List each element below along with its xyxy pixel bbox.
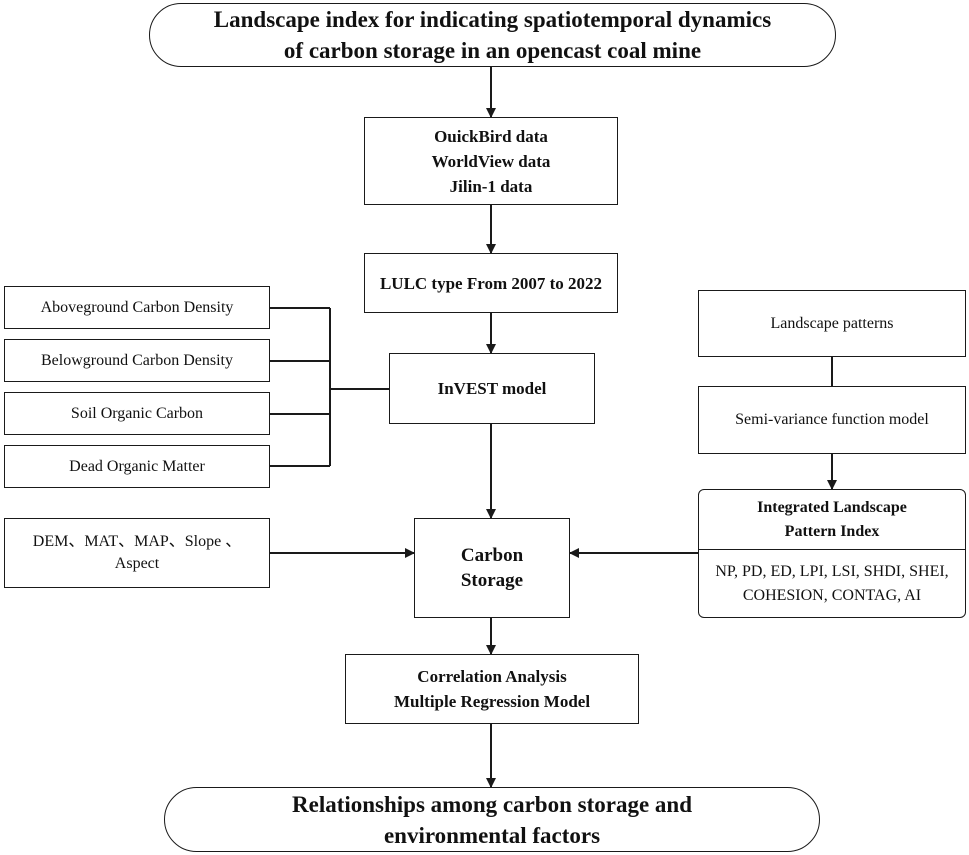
analysis-line-2: Multiple Regression Model [393, 692, 591, 711]
carbon-storage-line-1: Carbon [460, 545, 524, 566]
title-box: Landscape index for indicating spatiotem… [149, 3, 836, 67]
env-factors-line-1: DEM、MAT、MAP、Slope 、 [32, 533, 242, 550]
data-source-quickbird: OuickBird data [434, 126, 548, 146]
data-sources-box: OuickBird data WorldView data Jilin-1 da… [364, 117, 618, 205]
carbon-pool-soil: Soil Organic Carbon [4, 392, 270, 435]
invest-model-box: InVEST model [389, 353, 595, 424]
ilpi-metrics-line-2: COHESION, CONTAG, AI [742, 586, 922, 604]
result-line-2: environmental factors [383, 822, 601, 848]
landscape-patterns-box: Landscape patterns [698, 290, 966, 357]
data-source-worldview: WorldView data [431, 151, 551, 171]
ilpi-header-line-2: Pattern Index [784, 522, 880, 540]
ilpi-metrics: NP, PD, ED, LPI, LSI, SHDI, SHEI, COHESI… [715, 550, 948, 617]
carbon-pool-aboveground: Aboveground Carbon Density [4, 286, 270, 329]
ilpi-metrics-line-1: NP, PD, ED, LPI, LSI, SHDI, SHEI, [715, 562, 949, 580]
invest-model-label: InVEST model [437, 379, 547, 398]
semivariance-label: Semi-variance function model [735, 411, 929, 428]
title-line-1: Landscape index for indicating spatiotem… [213, 7, 772, 32]
env-factors-line-2: Aspect [114, 555, 160, 572]
semivariance-box: Semi-variance function model [698, 386, 966, 454]
result-line-1: Relationships among carbon storage and [292, 791, 692, 817]
ilpi-box: Integrated Landscape Pattern Index NP, P… [698, 489, 966, 618]
lulc-label: LULC type From 2007 to 2022 [379, 273, 603, 293]
landscape-patterns-label: Landscape patterns [770, 314, 894, 332]
carbon-storage-line-2: Storage [460, 570, 524, 591]
carbon-storage-box: Carbon Storage [414, 518, 570, 618]
carbon-pool-soil-label: Soil Organic Carbon [70, 404, 204, 422]
carbon-pool-belowground: Belowground Carbon Density [4, 339, 270, 382]
carbon-pool-aboveground-label: Aboveground Carbon Density [40, 298, 234, 316]
analysis-line-1: Correlation Analysis [417, 667, 567, 686]
data-source-jilin: Jilin-1 data [449, 176, 533, 196]
result-box: Relationships among carbon storage and e… [164, 787, 820, 852]
carbon-pool-dead-label: Dead Organic Matter [69, 457, 205, 475]
carbon-pool-dead: Dead Organic Matter [4, 445, 270, 488]
analysis-box: Correlation Analysis Multiple Regression… [345, 654, 639, 724]
lulc-box: LULC type From 2007 to 2022 [364, 253, 618, 313]
ilpi-header: Integrated Landscape Pattern Index [699, 490, 965, 550]
carbon-pool-belowground-label: Belowground Carbon Density [41, 351, 233, 369]
env-factors-box: DEM、MAT、MAP、Slope 、 Aspect [4, 518, 270, 588]
ilpi-header-line-1: Integrated Landscape [757, 498, 907, 516]
title-line-2: of carbon storage in an opencast coal mi… [283, 38, 702, 63]
